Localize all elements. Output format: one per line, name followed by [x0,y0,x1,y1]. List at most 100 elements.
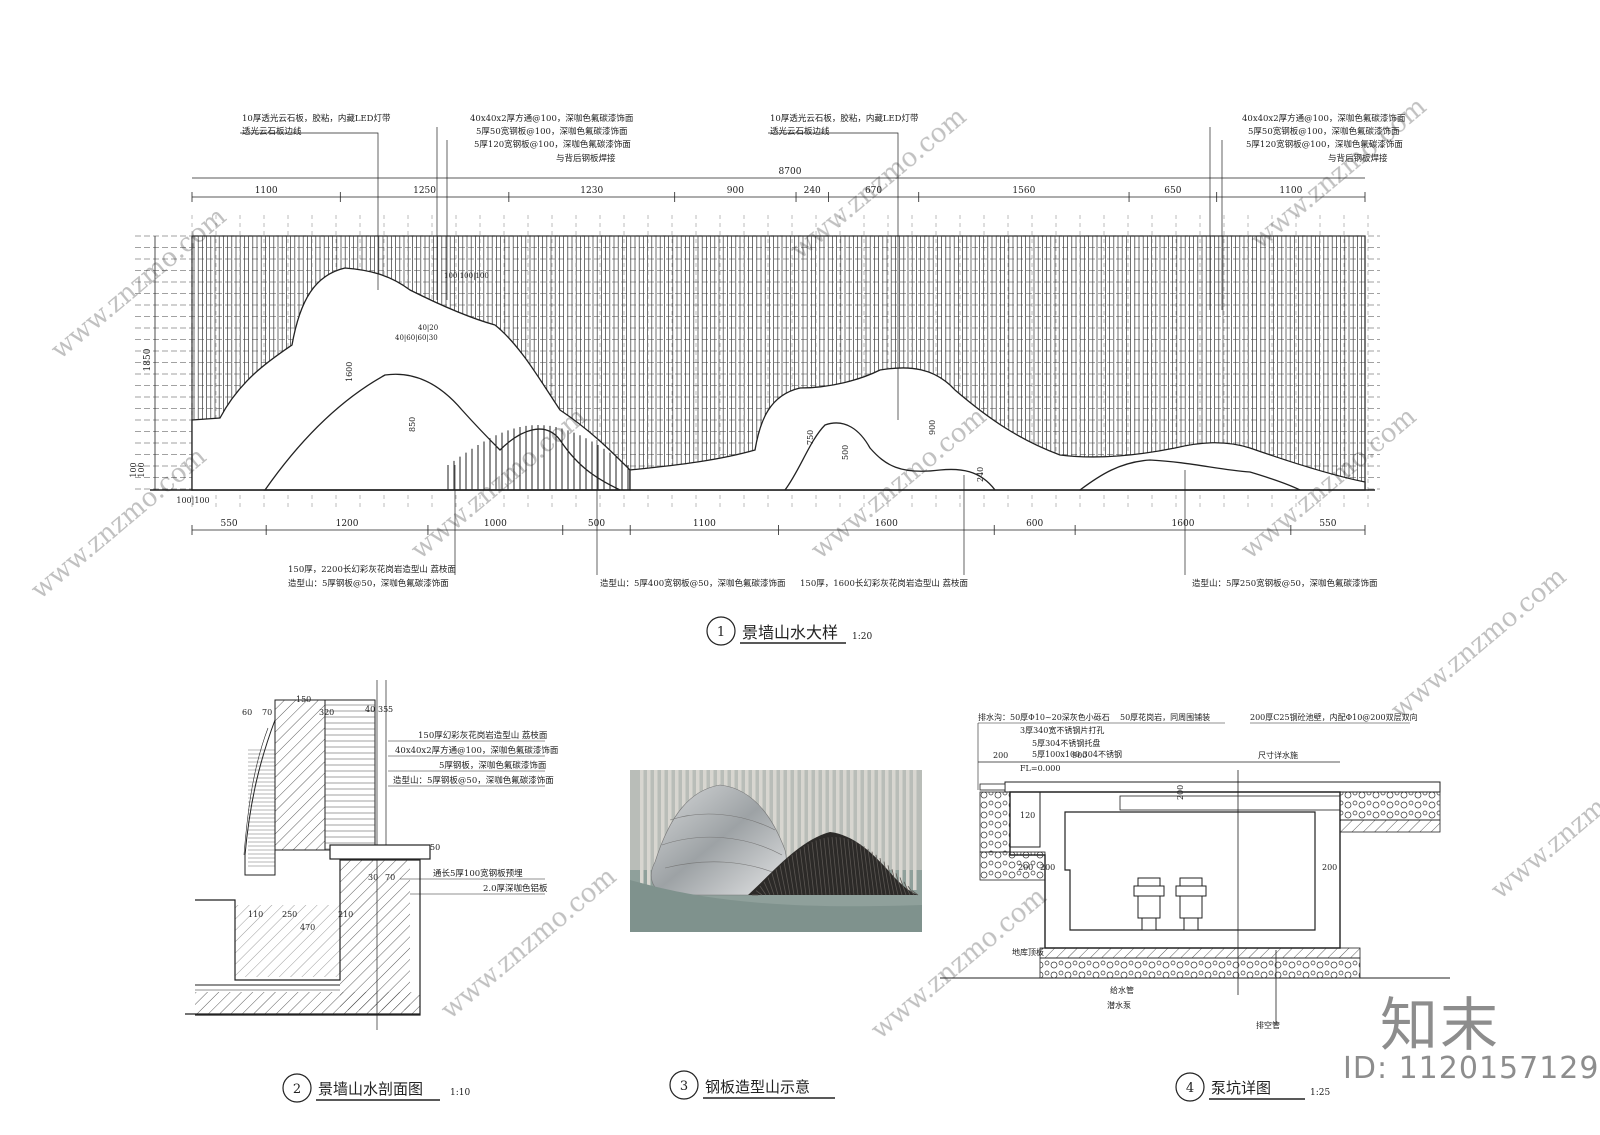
svg-text:5厚100x100 304不锈钢: 5厚100x100 304不锈钢 [1032,749,1122,759]
svg-text:造型山：5厚钢板@50，深咖色氟碳漆饰面: 造型山：5厚钢板@50，深咖色氟碳漆饰面 [288,578,449,589]
svg-text:120: 120 [1020,811,1035,820]
svg-text:透光云石板边线: 透光云石板边线 [242,126,302,137]
inner-dim-1: 1600 [345,362,354,382]
title-4-circle [1175,1072,1205,1102]
title-1-number: 1 [717,625,725,640]
title-4-scale: 1:25 [1310,1088,1330,1098]
svg-text:5厚120宽钢板@100，深咖色氟碳漆饰面: 5厚120宽钢板@100，深咖色氟碳漆饰面 [474,139,631,150]
title-3-text: 钢板造型山示意 [705,1078,810,1096]
title-4-number: 4 [1186,1081,1194,1096]
section-dim-label: 40 [365,705,375,714]
mountain-stone-right [629,367,1366,491]
dim-label: 1250 [413,186,436,196]
section-dim-label: 110 [248,910,263,919]
mountain-stone-left [191,267,631,491]
watermark-text: www.znzmo.com [45,202,232,366]
title-2-circle [282,1073,312,1103]
svg-text:5厚50宽钢板@100，深咖色氟碳漆饰面: 5厚50宽钢板@100，深咖色氟碳漆饰面 [1248,126,1400,137]
svg-text:50厚花岗岩，同周围铺装: 50厚花岗岩，同周围铺装 [1120,712,1210,722]
notes-top-left: 10厚透光云石板，胶粘，内藏LED灯带 透光云石板边线 [242,113,391,137]
title-1-text: 景墙山水大样 [742,623,838,642]
section-dim-label: 210 [338,910,353,919]
section-dim-label: 5 [388,705,393,714]
section-dim-label: 70 [385,873,395,882]
watermark-text: www.znzmo.com [25,442,212,606]
svg-text:透光云石板边线: 透光云石板边线 [770,126,830,137]
title-1-circle [706,616,736,646]
steel-fin-bars [447,425,629,490]
mountain-steel-mid [784,422,996,491]
small-dims-2: 40|20 [418,324,438,332]
notes-top-right-a: 10厚透光云石板，胶粘，内藏LED灯带 透光云石板边线 [770,113,919,137]
svg-text:150厚，2200长幻彩灰花岗岩造型山 荔枝面: 150厚，2200长幻彩灰花岗岩造型山 荔枝面 [288,564,457,575]
svg-text:通长5厚100宽钢板预埋: 通长5厚100宽钢板预埋 [433,868,523,879]
dim-label: 600 [1026,519,1043,529]
title-1-scale: 1:20 [852,632,872,642]
svg-text:给水管: 给水管 [1110,985,1134,995]
dim-label: 900 [727,186,744,196]
inner-dim-3: 750 [806,430,815,445]
title-4-text: 泵坑详图 [1211,1079,1271,1097]
notes-bottom-b: 造型山：5厚400宽钢板@50，深咖色氟碳漆饰面 [600,578,786,589]
svg-text:5厚钢板，深咖色氟碳漆饰面: 5厚钢板，深咖色氟碳漆饰面 [439,760,547,771]
section-dim-label: 35 [378,705,388,714]
svg-text:潜水泵: 潜水泵 [1107,1000,1131,1010]
svg-text:200: 200 [1176,785,1185,800]
svg-text:FL=0.000: FL=0.000 [1020,764,1060,773]
svg-text:尺寸详水施: 尺寸详水施 [1258,750,1298,760]
title-2-text: 景墙山水剖面图 [318,1080,423,1098]
svg-text:5厚304不锈钢托盘: 5厚304不锈钢托盘 [1032,738,1100,748]
small-dims-3: 40|60|60|30 [395,334,438,342]
dim-label: 1100 [1279,186,1302,196]
watermark-logo: 知末 [1380,991,1501,1059]
section-dim-label: 60 [242,708,252,717]
svg-text:200: 200 [1018,863,1033,872]
inner-dim-4: 500 [841,445,850,460]
wall-section [274,699,326,851]
svg-text:3厚340宽不锈钢片打孔: 3厚340宽不锈钢片打孔 [1020,725,1104,735]
dim-label: 550 [1319,519,1336,529]
svg-text:排水沟：50厚Φ10~20深灰色小砾石: 排水沟：50厚Φ10~20深灰色小砾石 [978,712,1110,722]
dim-label: 1600 [1172,519,1195,529]
left-dim-small-2: 100 [137,462,146,477]
svg-text:150厚幻彩灰花岗岩造型山 荔枝面: 150厚幻彩灰花岗岩造型山 荔枝面 [418,730,548,741]
base-dim: 100|100 [176,496,209,505]
pump-right [1175,877,1207,931]
notes-top-right-b: 40x40x2厚方通@100，深咖色氟碳漆饰面 5厚50宽钢板@100，深咖色氟… [1242,113,1406,164]
overall-dim: 8700 [779,167,802,177]
svg-text:40x40x2厚方通@100，深咖色氟碳漆饰面: 40x40x2厚方通@100，深咖色氟碳漆饰面 [1242,113,1406,124]
svg-text:40x40x2厚方通@100，深咖色氟碳漆饰面: 40x40x2厚方通@100，深咖色氟碳漆饰面 [470,113,634,124]
title-3-number: 3 [680,1079,688,1094]
section-dim-label: 250 [282,910,297,919]
svg-text:200: 200 [993,751,1008,760]
section-dim-label: 50 [430,843,440,852]
notes-bottom-a: 150厚，2200长幻彩灰花岗岩造型山 荔枝面 造型山：5厚钢板@50，深咖色氟… [288,564,457,589]
left-dim-small: 100 [129,462,138,477]
svg-text:造型山：5厚钢板@50，深咖色氟碳漆饰面: 造型山：5厚钢板@50，深咖色氟碳漆饰面 [393,775,554,786]
mountain-steel-left [263,373,621,491]
watermark-text: www.znzmo.com [1485,742,1600,906]
section-dim-label: 320 [319,708,334,717]
svg-text:排空管: 排空管 [1256,1020,1280,1030]
pit-wall [1009,791,1341,949]
title-2-scale: 1:10 [450,1088,470,1098]
dim-label: 500 [588,519,605,529]
svg-text:200厚C25钢砼池壁，内配Φ10@200双层双向: 200厚C25钢砼池壁，内配Φ10@200双层双向 [1250,712,1418,722]
dim-label: 550 [220,519,237,529]
inner-dim-2: 850 [408,417,417,432]
section-dim-label: 470 [300,923,315,932]
svg-text:10厚透光云石板，胶粘，内藏LED灯带: 10厚透光云石板，胶粘，内藏LED灯带 [770,113,919,124]
dim-label: 1100 [693,519,716,529]
notes-top-mid: 40x40x2厚方通@100，深咖色氟碳漆饰面 5厚50宽钢板@100，深咖色氟… [470,113,634,164]
pit-notes: 排水沟：50厚Φ10~20深灰色小砾石 3厚340宽不锈钢片打孔 5厚304不锈… [978,712,1418,1030]
left-dim-height: 1850 [143,348,153,371]
pump-pit-drawing: 200 900 FL=0.000 尺寸详水施 120 200 200 200 2… [940,712,1450,1102]
svg-text:5厚120宽钢板@100，深咖色氟碳漆饰面: 5厚120宽钢板@100，深咖色氟碳漆饰面 [1246,139,1403,150]
svg-text:2.0厚深咖色铝板: 2.0厚深咖色铝板 [483,883,548,894]
render-illustration: 3 钢板造型山示意 [630,770,922,1100]
notes-bottom-d: 造型山：5厚250宽钢板@50，深咖色氟碳漆饰面 [1192,578,1378,589]
